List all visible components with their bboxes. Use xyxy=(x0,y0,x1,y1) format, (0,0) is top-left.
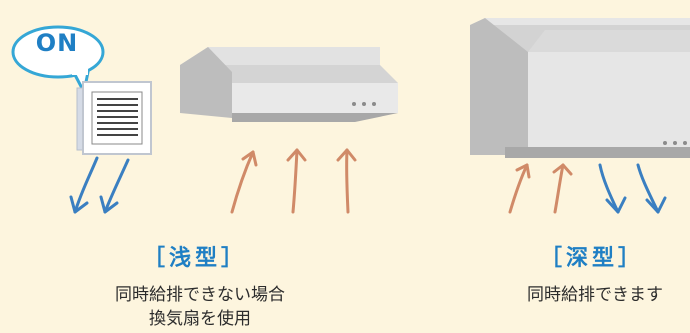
ventilation-fan-icon xyxy=(76,81,152,155)
airflow-arrows-deep-intake xyxy=(508,163,573,214)
shallow-type-title: ［浅型］ xyxy=(142,246,247,271)
on-speech-bubble xyxy=(11,25,105,94)
airflow-arrows-deep-supply xyxy=(598,163,667,214)
shallow-desc-line2: 換気扇を使用 xyxy=(149,309,251,329)
on-badge-text: ON xyxy=(35,29,79,57)
airflow-arrows-shallow xyxy=(230,148,357,214)
deep-range-hood xyxy=(470,18,690,158)
shallow-desc-line1: 同時給排できない場合 xyxy=(115,285,285,305)
exhaust-arrows-fan xyxy=(69,156,130,214)
deep-type-title: ［深型］ xyxy=(539,246,644,271)
shallow-range-hood xyxy=(180,47,398,122)
deep-desc-line1: 同時給排できます xyxy=(527,285,663,305)
